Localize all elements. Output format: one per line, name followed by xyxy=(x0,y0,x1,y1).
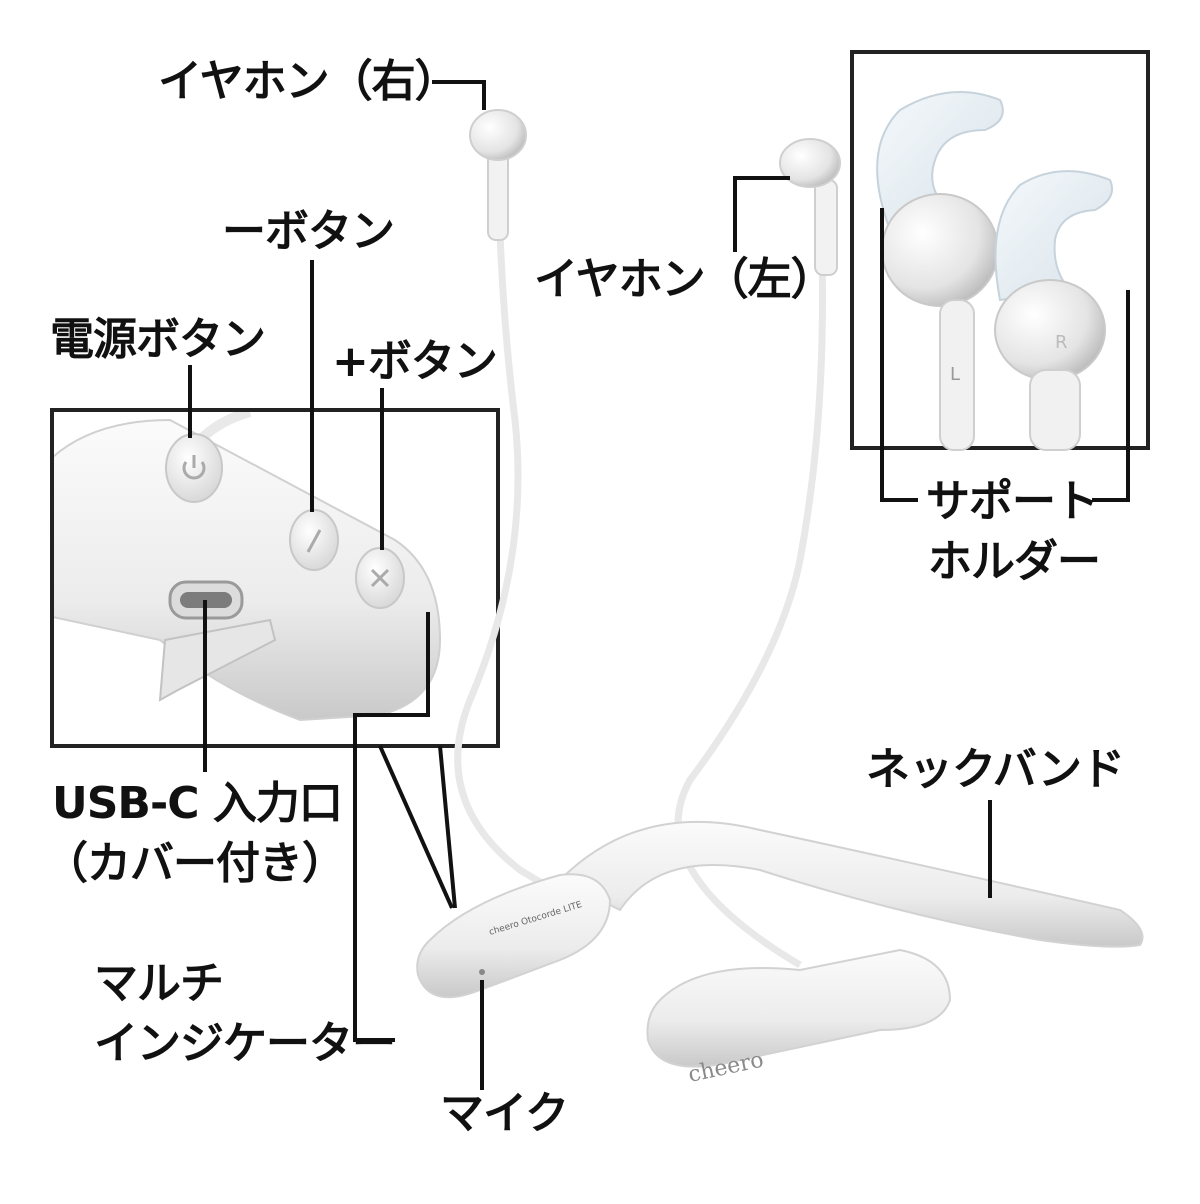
controller-detail-inset xyxy=(52,410,498,746)
label-power-button: 電源ボタン xyxy=(50,314,266,365)
label-neckband: ネックバンド xyxy=(866,744,1125,795)
label-support-holder-line1: サポート xyxy=(926,476,1099,527)
right-cable xyxy=(454,159,587,913)
label-earphone-right: イヤホン（右） xyxy=(158,56,459,107)
neckband-right-body xyxy=(646,948,952,1068)
label-mic: マイク xyxy=(440,1088,569,1139)
leader-lines xyxy=(188,80,1130,1090)
label-usb-c-line2: （カバー付き） xyxy=(44,838,346,889)
power-button-shape xyxy=(165,433,223,503)
earphone-left xyxy=(779,138,841,276)
left-earbud-tip xyxy=(881,193,999,307)
usb-cover-flap xyxy=(158,618,277,702)
support-holder-inset: L R xyxy=(850,50,1150,451)
label-usb-c-line1: USB-C 入力口 xyxy=(52,778,343,829)
label-multi-indicator-line1: マルチ xyxy=(94,958,224,1009)
neckband-left-body xyxy=(416,873,612,999)
left-marking: L xyxy=(950,364,960,385)
controller-body xyxy=(52,418,442,722)
neckband: cheero Otocorde LITE cheero xyxy=(416,820,1144,1088)
label-support-holder-line2: ホルダー xyxy=(928,536,1101,587)
earphone-right xyxy=(469,109,527,241)
minus-button-shape xyxy=(289,509,339,571)
plus-button-shape xyxy=(355,547,405,609)
mic-hole xyxy=(479,969,485,975)
label-earphone-left: イヤホン（左） xyxy=(534,254,835,305)
label-multi-indicator-line2: インジケーター xyxy=(94,1018,396,1069)
label-minus-button: ーボタン xyxy=(222,206,395,257)
right-marking: R xyxy=(1055,332,1068,353)
controller-detail-frame xyxy=(50,408,500,748)
right-earbud-tip xyxy=(994,279,1106,381)
label-plus-button: +ボタン xyxy=(332,336,498,387)
